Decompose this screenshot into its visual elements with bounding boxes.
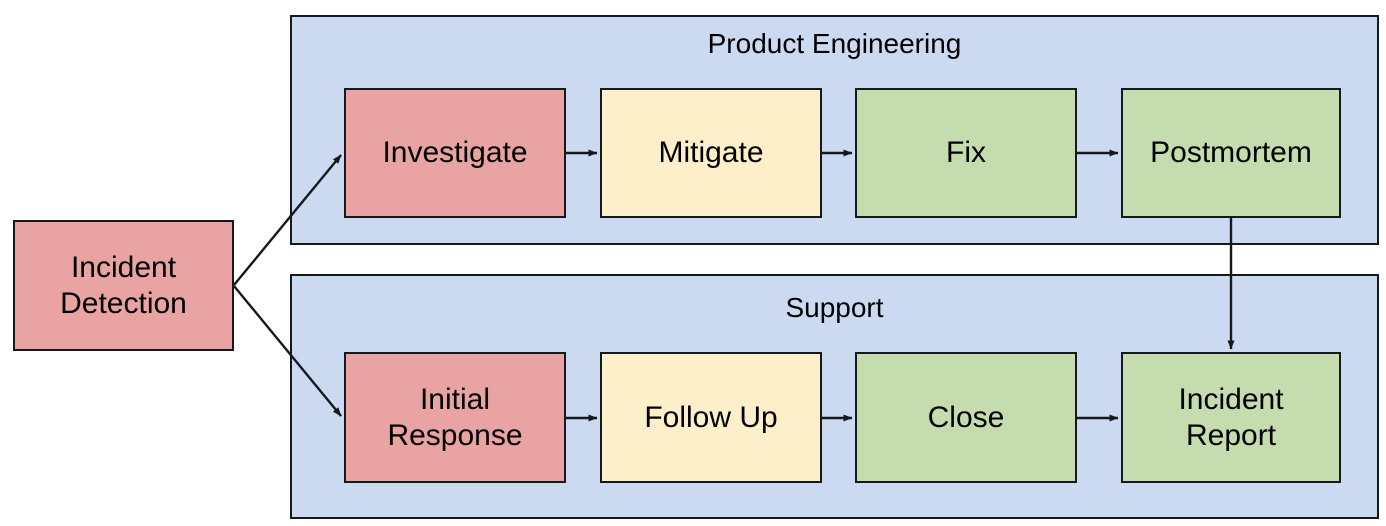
node-incident-report[interactable]: Incident Report — [1121, 352, 1341, 483]
node-follow-up[interactable]: Follow Up — [600, 352, 822, 483]
node-close[interactable]: Close — [855, 352, 1077, 483]
swimlane-title-support: Support — [785, 292, 884, 323]
node-investigate[interactable]: Investigate — [344, 88, 566, 218]
node-incident-detection[interactable]: Incident Detection — [13, 220, 234, 351]
swimlane-title-product-engineering: Product Engineering — [707, 28, 962, 59]
node-fix[interactable]: Fix — [855, 88, 1077, 218]
node-mitigate[interactable]: Mitigate — [600, 88, 822, 218]
node-initial-response[interactable]: Initial Response — [344, 352, 566, 483]
node-postmortem[interactable]: Postmortem — [1121, 88, 1341, 218]
